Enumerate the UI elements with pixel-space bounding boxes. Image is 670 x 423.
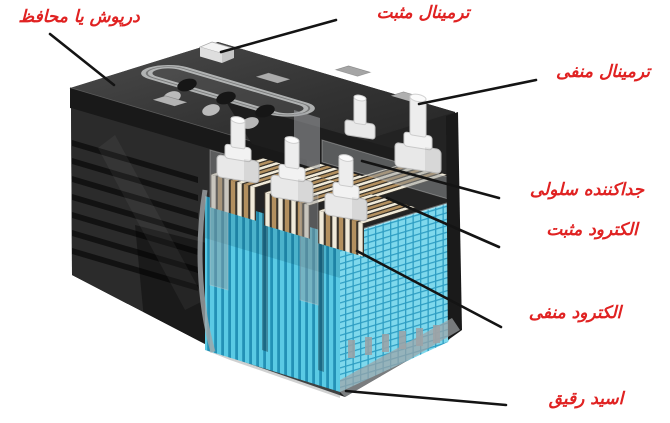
- label-positive-terminal: ترمینال مثبت: [376, 3, 470, 23]
- cell-post-2: [270, 136, 314, 204]
- leader-dilute-acid: [344, 389, 508, 407]
- battery-illustration: [69, 41, 462, 398]
- label-negative-electrode: الکترود منفی: [528, 303, 622, 323]
- leader-negative-terminal: [417, 78, 538, 106]
- leader-negative-electrode: [355, 249, 503, 329]
- label-positive-electrode: الکترود مثبت: [546, 220, 638, 240]
- label-cell-separator: جداکننده سلولی: [529, 180, 645, 200]
- leader-cap: [48, 32, 116, 87]
- leader-positive-terminal: [219, 18, 338, 54]
- cell-post-1: [216, 116, 260, 184]
- cell-post-3: [324, 154, 368, 222]
- label-cap: درپوش یا محافظ: [18, 7, 140, 27]
- label-negative-terminal: ترمینال منفی: [556, 62, 650, 82]
- cell-post-back: [344, 94, 376, 140]
- leader-lines: [48, 18, 538, 407]
- connector-straps-front: [209, 149, 319, 306]
- strap-elbow: [294, 110, 320, 170]
- negative-terminal-post: [394, 93, 442, 174]
- label-dilute-acid: اسید رقیق: [548, 389, 624, 409]
- acid-tray: [205, 318, 460, 398]
- leader-cell-separator: [360, 159, 501, 200]
- leader-positive-electrode: [385, 196, 501, 249]
